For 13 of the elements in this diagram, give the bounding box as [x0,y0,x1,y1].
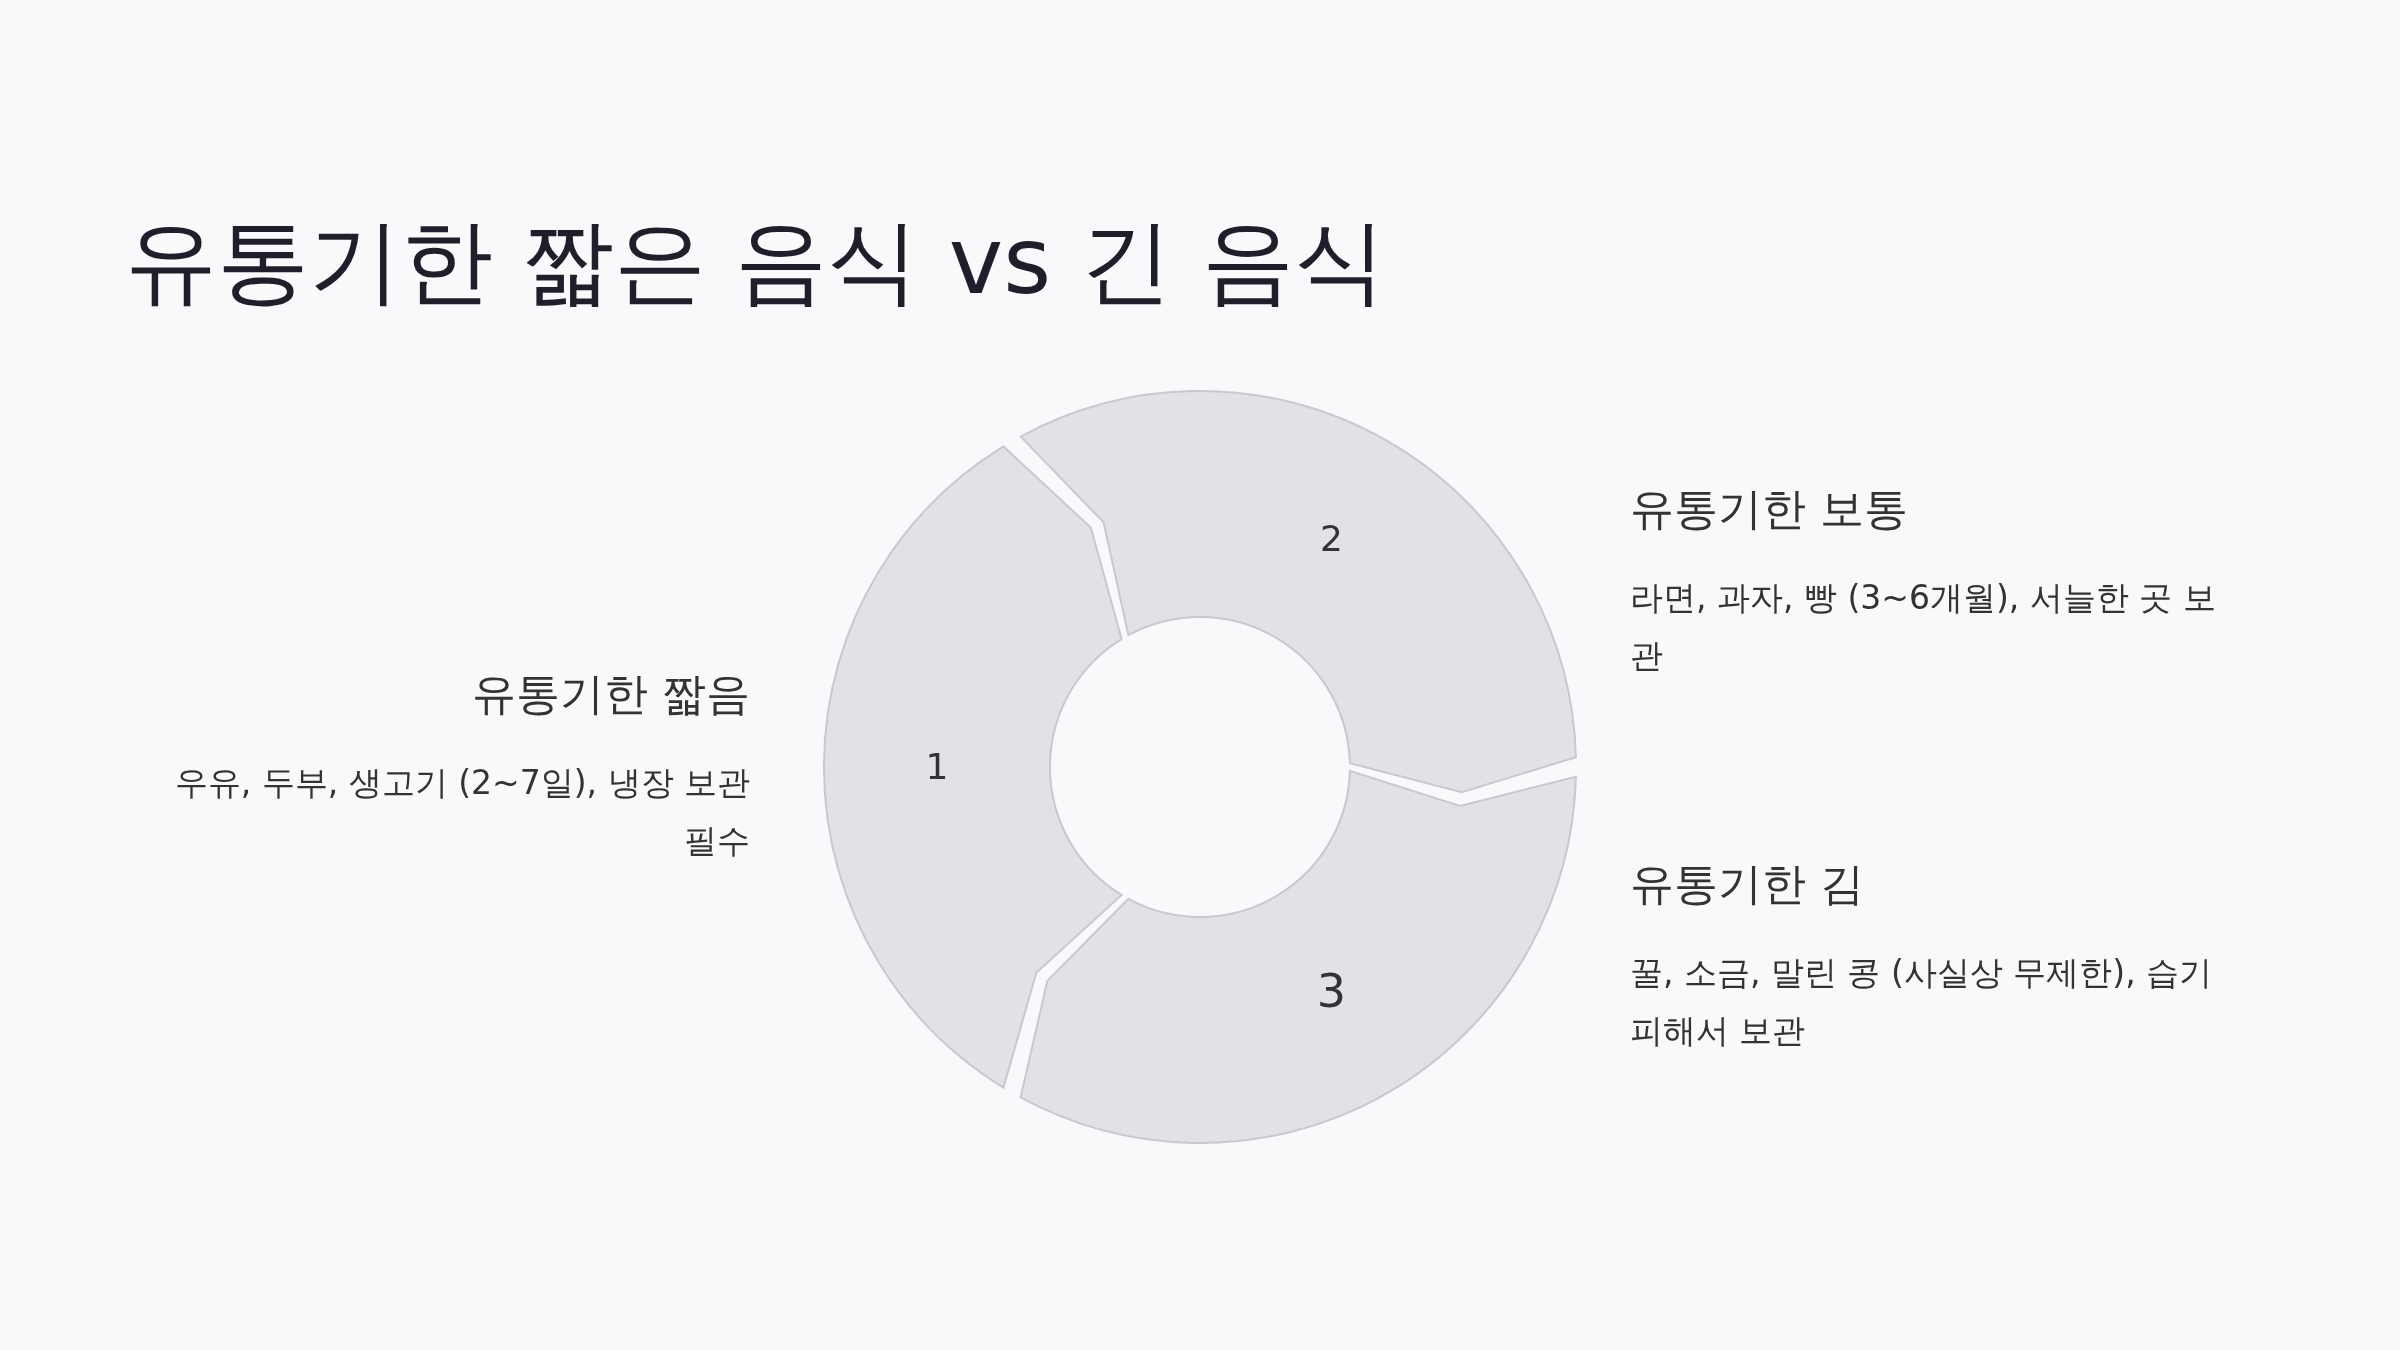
step-description: 꿀, 소금, 말린 콩 (사실상 무제한), 습기 피해서 보관 [1630,952,2214,1052]
step-heading: 유통기한 보통 [1630,482,1908,536]
cycle-segment [1019,769,1577,1144]
step-heading: 유통기한 김 [1630,857,1864,911]
step-number: 2 [1320,518,1343,560]
step-description: 우유, 두부, 생고기 (2~7일), 냉장 보관 필수 [173,762,750,862]
cycle-segment [822,445,1123,1089]
step-heading: 유통기한 짧음 [472,667,750,721]
step-number: 1 [925,746,949,787]
step-description: 라면, 과자, 빵 (3~6개월), 서늘한 곳 보관 [1630,577,2217,677]
title: 유통기한 짧은 음식 vs 긴 음식 [125,207,1386,317]
step-number: 3 [1316,963,1347,1018]
cycle-segment [1019,390,1577,794]
